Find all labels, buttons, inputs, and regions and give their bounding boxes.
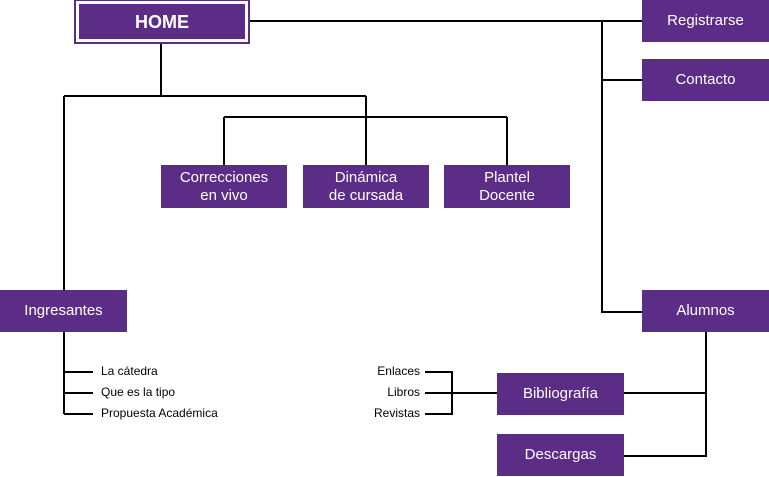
- ingresantes-item-que-es-la-tipo[interactable]: Que es la tipo: [101, 385, 176, 399]
- bibliografia-item-revistas[interactable]: Revistas: [373, 406, 420, 420]
- ingresantes-item-la-catedra[interactable]: La cátedra: [101, 364, 158, 378]
- ingresantes-item-propuesta-academica[interactable]: Propuesta Académica: [101, 406, 218, 420]
- contacto-node[interactable]: Contacto: [642, 59, 769, 101]
- connector-alumnos-down: [624, 332, 707, 457]
- plantel-node[interactable]: Plantel Docente: [444, 165, 570, 208]
- alumnos-node[interactable]: Alumnos: [642, 290, 769, 332]
- ingresantes-node[interactable]: Ingresantes: [0, 290, 127, 332]
- bibliografia-item-libros[interactable]: Libros: [387, 385, 420, 399]
- dinamica-node[interactable]: Dinámica de cursada: [303, 165, 429, 208]
- descargas-node[interactable]: Descargas: [497, 434, 624, 476]
- bibliografia-node[interactable]: Bibliografía: [497, 373, 624, 415]
- correcciones-node[interactable]: Correcciones en vivo: [161, 165, 287, 208]
- bibliografia-item-enlaces[interactable]: Enlaces: [377, 364, 420, 378]
- registrarse-node[interactable]: Registrarse: [642, 0, 769, 42]
- home-node[interactable]: HOME: [74, 0, 250, 44]
- connector-right-vertical: [601, 21, 642, 313]
